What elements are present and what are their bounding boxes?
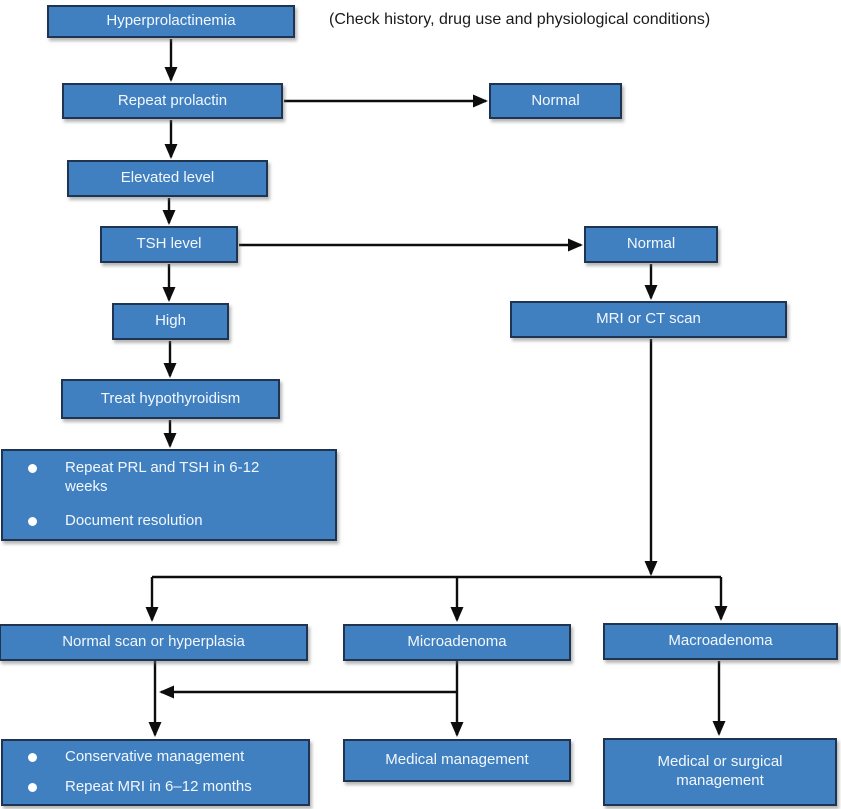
- node-mri-ct-scan-label: MRI or CT scan: [596, 310, 701, 328]
- node-conservative-management: Conservative management Repeat MRI in 6–…: [1, 739, 310, 806]
- node-macroadenoma: Macroadenoma: [603, 623, 838, 660]
- node-microadenoma: Microadenoma: [343, 624, 571, 661]
- followup-item-1: Repeat PRL and TSH in 6-12 weeks: [3, 459, 335, 497]
- followup-item-2: Document resolution: [3, 512, 335, 531]
- node-high-label: High: [155, 312, 186, 330]
- node-medical-management: Medical management: [343, 739, 571, 782]
- node-elevated-level: Elevated level: [67, 160, 268, 197]
- node-normal-scan-or-hyperplasia: Normal scan or hyperplasia: [0, 624, 308, 661]
- check-history-note: (Check history, drug use and physiologic…: [329, 11, 711, 28]
- node-medical-or-surgical-label: Medical or surgical management: [657, 753, 783, 789]
- bullet-icon: [28, 463, 37, 473]
- node-normal-after-repeat-label: Normal: [531, 91, 580, 109]
- bullet-icon: [28, 783, 37, 792]
- node-mri-ct-scan: MRI or CT scan: [510, 301, 787, 338]
- node-high: High: [112, 303, 229, 340]
- bullet-icon: [28, 517, 37, 527]
- node-normal-tsh: Normal: [584, 226, 718, 263]
- node-hyperprolactinemia: Hyperprolactinemia: [47, 5, 295, 38]
- node-treat-hypothyroidism: Treat hypothyroidism: [61, 379, 280, 419]
- conservative-item-1-text: Conservative management: [65, 748, 245, 766]
- conservative-item-1: Conservative management: [3, 748, 308, 767]
- node-tsh-level-label: TSH level: [136, 235, 202, 253]
- node-normal-tsh-label: Normal: [626, 235, 676, 253]
- followup-item-1-text: Repeat PRL and TSH in 6-12 weeks: [65, 458, 260, 495]
- node-microadenoma-label: Microadenoma: [407, 633, 507, 651]
- conservative-item-2-text: Repeat MRI in 6–12 months: [65, 778, 252, 795]
- followup-item-2-text: Document resolution: [65, 512, 203, 530]
- node-medical-management-label: Medical management: [385, 751, 529, 769]
- node-elevated-level-label: Elevated level: [120, 169, 215, 187]
- node-repeat-prolactin-label: Repeat prolactin: [117, 91, 228, 109]
- node-tsh-level: TSH level: [100, 226, 238, 263]
- node-normal-after-repeat: Normal: [489, 83, 622, 119]
- node-followup-actions: Repeat PRL and TSH in 6-12 weeks Documen…: [1, 449, 337, 541]
- node-medical-or-surgical-management: Medical or surgical management: [603, 738, 837, 806]
- conservative-item-2: Repeat MRI in 6–12 months: [3, 778, 308, 797]
- bullet-icon: [28, 753, 37, 763]
- node-macroadenoma-label: Macroadenoma: [668, 632, 773, 650]
- node-normal-scan-label: Normal scan or hyperplasia: [62, 633, 245, 651]
- node-hyperprolactinemia-label: Hyperprolactinemia: [106, 12, 236, 30]
- node-repeat-prolactin: Repeat prolactin: [62, 83, 283, 119]
- node-treat-hypothyroidism-label: Treat hypothyroidism: [100, 389, 241, 407]
